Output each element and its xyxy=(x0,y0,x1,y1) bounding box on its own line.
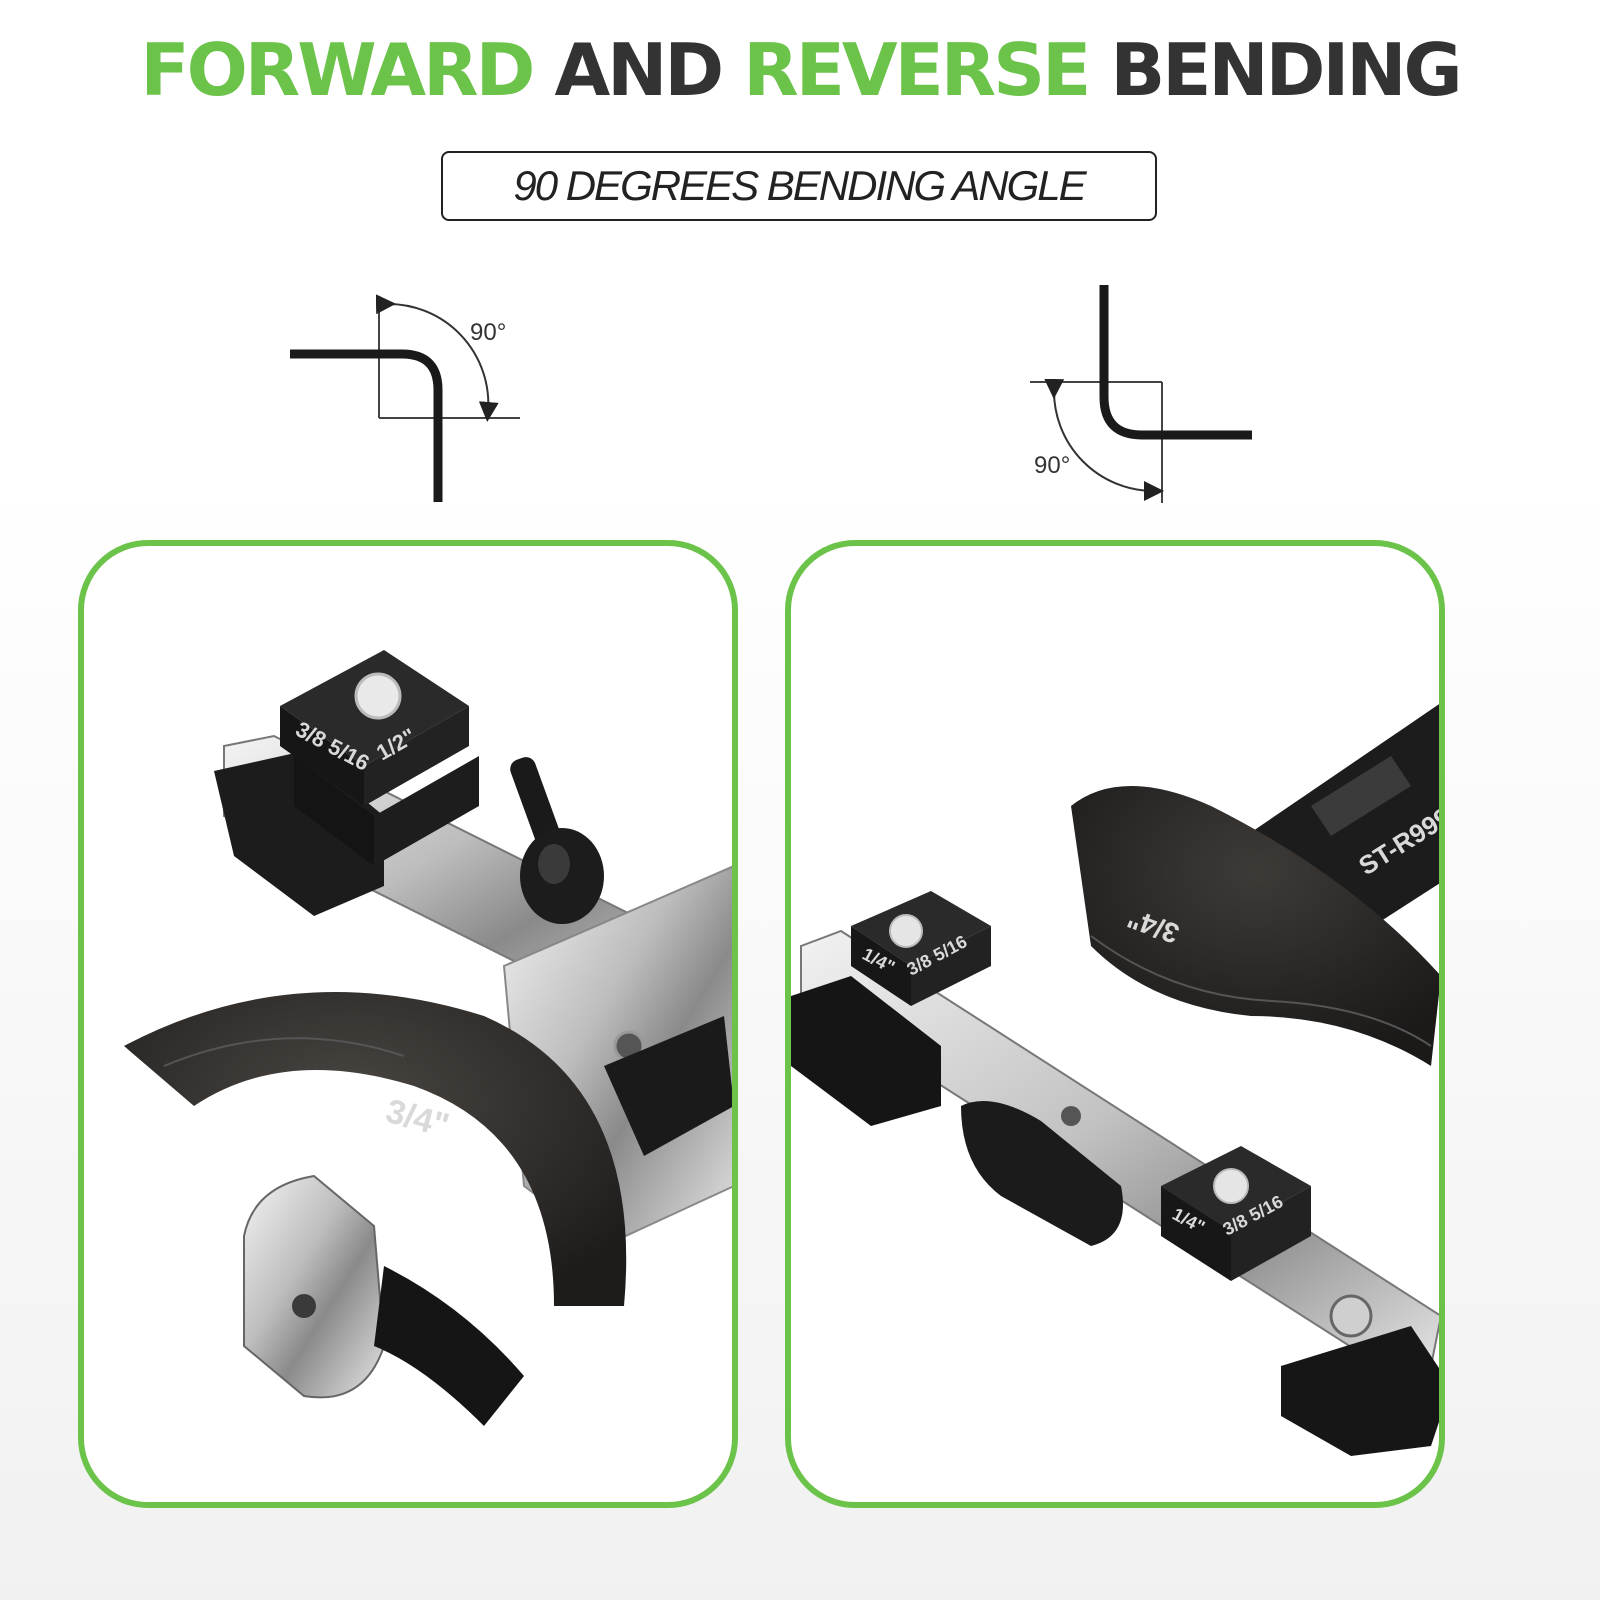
forward-angle-label: 90° xyxy=(470,319,506,346)
reverse-bender-illustration: ST-R999 3/4" 1/4" 3/8 5/16 1/4" 3/8 5/16 xyxy=(791,704,1439,1456)
subtitle-banner: 90 DEGREES BENDING ANGLE xyxy=(441,151,1157,221)
reverse-angle-label: 90° xyxy=(1034,452,1070,479)
reverse-bending-photo-panel: ST-R999 3/4" 1/4" 3/8 5/16 1/4" 3/8 5/16 xyxy=(785,540,1445,1508)
page-title: FORWARD AND REVERSE BENDING xyxy=(0,30,1600,110)
title-word-reverse: REVERSE xyxy=(743,28,1091,112)
title-word-and: AND xyxy=(554,28,724,112)
forward-bender-illustration: 3/8 5/16 1/2" 3/4" xyxy=(124,650,732,1426)
forward-shoe-label: 3/4" xyxy=(382,1092,453,1145)
forward-bend-diagram: 90° xyxy=(290,290,530,510)
title-word-bending: BENDING xyxy=(1110,28,1462,112)
reverse-bend-diagram: 90° xyxy=(1030,285,1270,505)
title-word-forward: FORWARD xyxy=(140,28,535,112)
subtitle-text: 90 DEGREES BENDING ANGLE xyxy=(513,162,1086,209)
forward-bending-photo-panel: 3/8 5/16 1/2" 3/4" xyxy=(78,540,738,1508)
